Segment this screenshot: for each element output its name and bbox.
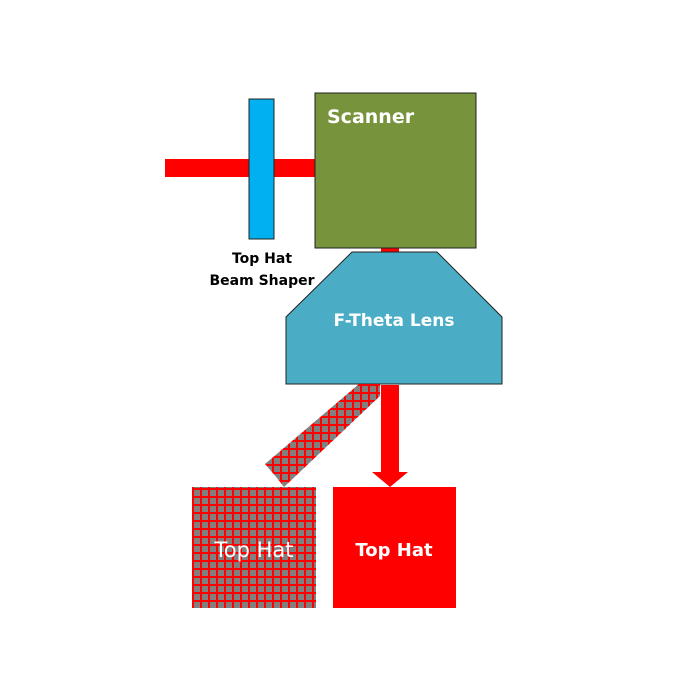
diagonal-beam-arrow (265, 384, 380, 487)
beam-shaper-label-line1: Top Hat (232, 251, 292, 267)
output-hatched-label: Top Hat (213, 538, 293, 562)
beam-shaper-label-line2: Beam Shaper (210, 273, 315, 289)
scanner-label: Scanner (327, 106, 415, 128)
scanner-lens-beam (381, 248, 399, 254)
output-hatched-box (192, 487, 316, 608)
output-solid-box (333, 487, 456, 608)
f-theta-lens-label: F-Theta Lens (334, 311, 455, 331)
f-theta-lens (285, 251, 503, 385)
straight-beam-arrow (372, 385, 408, 487)
output-solid-label: Top Hat (355, 540, 433, 561)
scanner-box (314, 92, 477, 249)
beam-shaper (248, 98, 275, 240)
input-beam (165, 159, 317, 177)
